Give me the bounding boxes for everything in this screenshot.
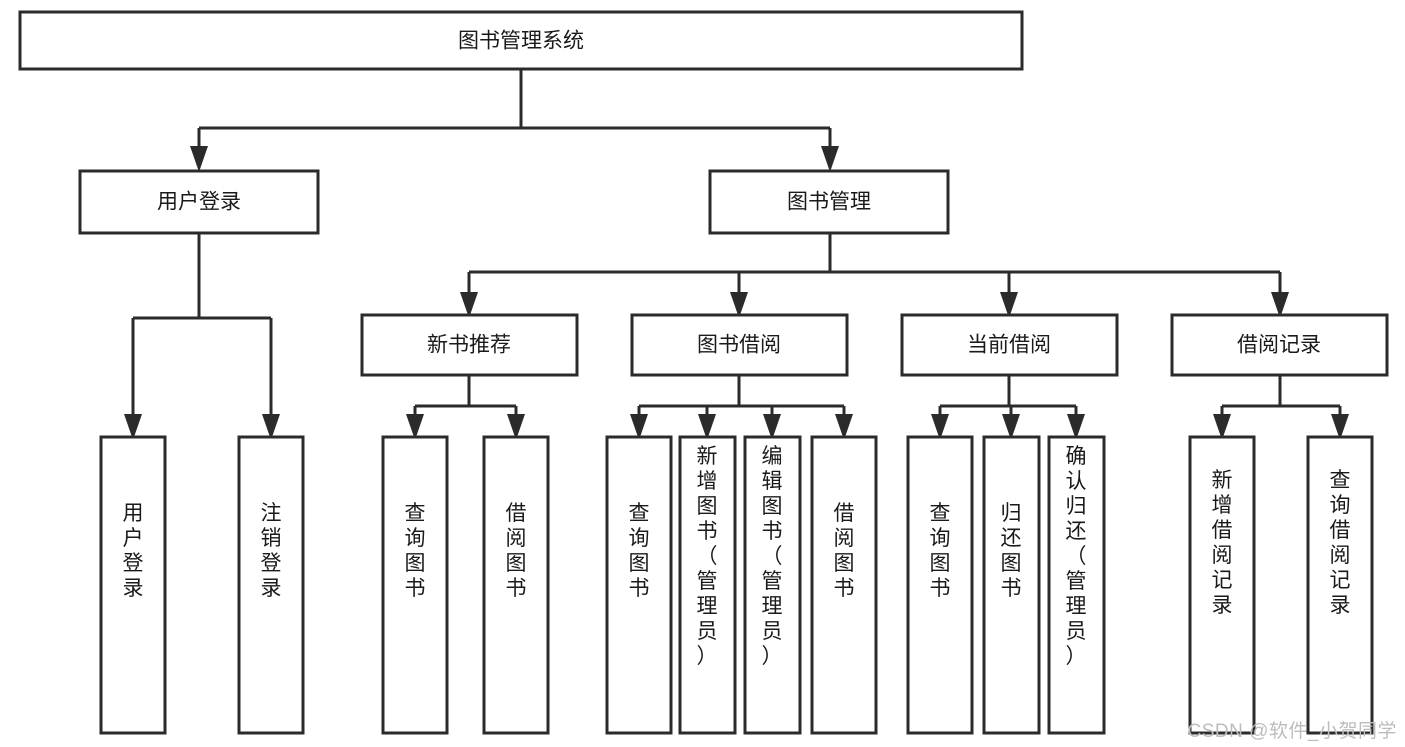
node-leaf-return-book[interactable]: 归还图书	[982, 435, 1041, 735]
node-leaf-query-book-3-label: 查询图书	[930, 502, 951, 600]
node-leaf-borrow-book-2-box[interactable]	[810, 435, 878, 735]
node-user-login-label: 用户登录	[157, 191, 241, 214]
node-root-box[interactable]	[18, 10, 1024, 71]
node-leaf-query-book-3[interactable]: 查询图书	[906, 435, 974, 735]
node-leaf-query-book-2-box[interactable]	[605, 435, 673, 735]
node-leaf-edit-book[interactable]: 编辑图书（管理员）	[743, 435, 802, 735]
node-book-borrow[interactable]: 图书借阅	[630, 313, 849, 377]
arrow-head-icon	[821, 146, 839, 172]
node-leaf-user-login[interactable]: 用户登录	[99, 435, 167, 735]
node-book-borrow-label: 图书借阅	[697, 334, 781, 357]
node-leaf-borrow-book-1[interactable]: 借阅图书	[482, 435, 550, 735]
node-new-book-rec[interactable]: 新书推荐	[360, 313, 579, 377]
node-leaf-edit-book-box[interactable]	[743, 435, 802, 735]
node-borrow-record[interactable]: 借阅记录	[1170, 313, 1389, 377]
node-leaf-add-book-label: 新增图书（管理员）	[697, 445, 718, 668]
node-leaf-confirm-return-label: 确认归还（管理员）	[1066, 445, 1087, 668]
node-leaf-user-login-label: 用户登录	[123, 502, 144, 600]
node-user-login-box[interactable]	[78, 169, 320, 235]
node-current-borrow-label: 当前借阅	[967, 334, 1051, 357]
node-leaf-return-book-box[interactable]	[982, 435, 1041, 735]
node-book-manage-label: 图书管理	[787, 191, 871, 214]
node-borrow-record-label: 借阅记录	[1237, 334, 1321, 357]
node-leaf-add-book[interactable]: 新增图书（管理员）	[678, 435, 737, 735]
node-leaf-user-login-box[interactable]	[99, 435, 167, 735]
node-leaf-logout[interactable]: 注销登录	[237, 435, 305, 735]
node-new-book-rec-label: 新书推荐	[427, 334, 511, 357]
node-book-manage[interactable]: 图书管理	[708, 169, 950, 235]
node-leaf-return-book-label: 归还图书	[1001, 502, 1022, 600]
node-root[interactable]: 图书管理系统	[18, 10, 1024, 71]
node-leaf-confirm-return[interactable]: 确认归还（管理员）	[1047, 435, 1106, 735]
node-book-borrow-box[interactable]	[630, 313, 849, 377]
node-leaf-borrow-book-2-label: 借阅图书	[834, 502, 855, 600]
node-leaf-add-record-box[interactable]	[1188, 435, 1256, 735]
node-leaf-add-book-box[interactable]	[678, 435, 737, 735]
node-leaf-logout-label: 注销登录	[261, 502, 282, 600]
node-leaf-logout-box[interactable]	[237, 435, 305, 735]
node-new-book-rec-box[interactable]	[360, 313, 579, 377]
node-leaf-confirm-return-box[interactable]	[1047, 435, 1106, 735]
arrow-head-icon	[190, 146, 208, 172]
node-leaf-borrow-book-1-label: 借阅图书	[506, 502, 527, 600]
node-leaf-add-record[interactable]: 新增借阅记录	[1188, 435, 1256, 735]
node-leaf-query-record[interactable]: 查询借阅记录	[1306, 435, 1374, 735]
node-borrow-record-box[interactable]	[1170, 313, 1389, 377]
node-leaf-query-book-1-label: 查询图书	[405, 502, 426, 600]
node-leaf-edit-book-label: 编辑图书（管理员）	[762, 445, 783, 668]
node-current-borrow[interactable]: 当前借阅	[900, 313, 1119, 377]
node-leaf-query-book-2[interactable]: 查询图书	[605, 435, 673, 735]
node-user-login[interactable]: 用户登录	[78, 169, 320, 235]
node-leaf-borrow-book-2[interactable]: 借阅图书	[810, 435, 878, 735]
node-root-label: 图书管理系统	[458, 30, 584, 53]
node-leaf-borrow-book-1-box[interactable]	[482, 435, 550, 735]
node-leaf-query-book-2-label: 查询图书	[629, 502, 650, 600]
connector-layer	[124, 69, 1349, 440]
node-leaf-query-book-1[interactable]: 查询图书	[381, 435, 449, 735]
node-leaf-query-record-label: 查询借阅记录	[1330, 469, 1351, 617]
node-leaf-add-record-label: 新增借阅记录	[1212, 469, 1233, 617]
node-book-manage-box[interactable]	[708, 169, 950, 235]
node-current-borrow-box[interactable]	[900, 313, 1119, 377]
node-leaf-query-record-box[interactable]	[1306, 435, 1374, 735]
node-leaf-query-book-1-box[interactable]	[381, 435, 449, 735]
node-leaf-query-book-3-box[interactable]	[906, 435, 974, 735]
